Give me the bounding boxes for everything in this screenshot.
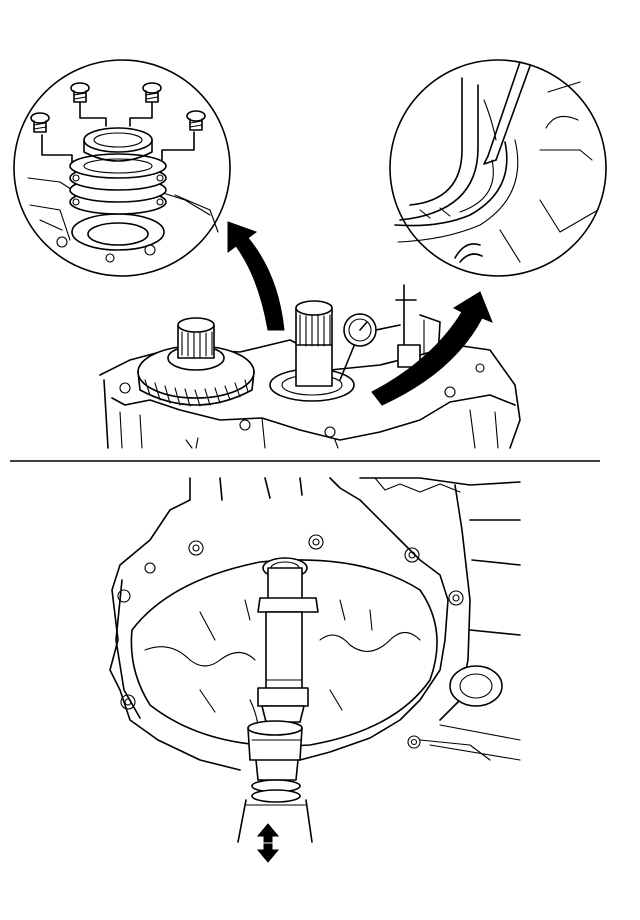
helical-gear — [137, 317, 255, 407]
bolt-3 — [142, 82, 162, 103]
transmission-case-top — [99, 339, 521, 449]
callout-arrow-right — [371, 291, 493, 406]
callout-arrow-left — [227, 221, 285, 331]
bolt-2 — [70, 82, 90, 103]
bottom-panel — [109, 477, 521, 863]
housing-interior — [130, 559, 438, 747]
shim-stack-detail — [13, 59, 231, 277]
bolt-4 — [186, 110, 206, 131]
shaft-and-dial-indicator — [269, 284, 441, 402]
bellhousing-case — [109, 477, 521, 771]
seal-installer-tool — [237, 557, 319, 843]
up-down-arrows — [256, 823, 280, 863]
seal-pick-detail — [389, 59, 607, 277]
top-panel — [13, 59, 607, 449]
bolt-1 — [30, 112, 50, 133]
